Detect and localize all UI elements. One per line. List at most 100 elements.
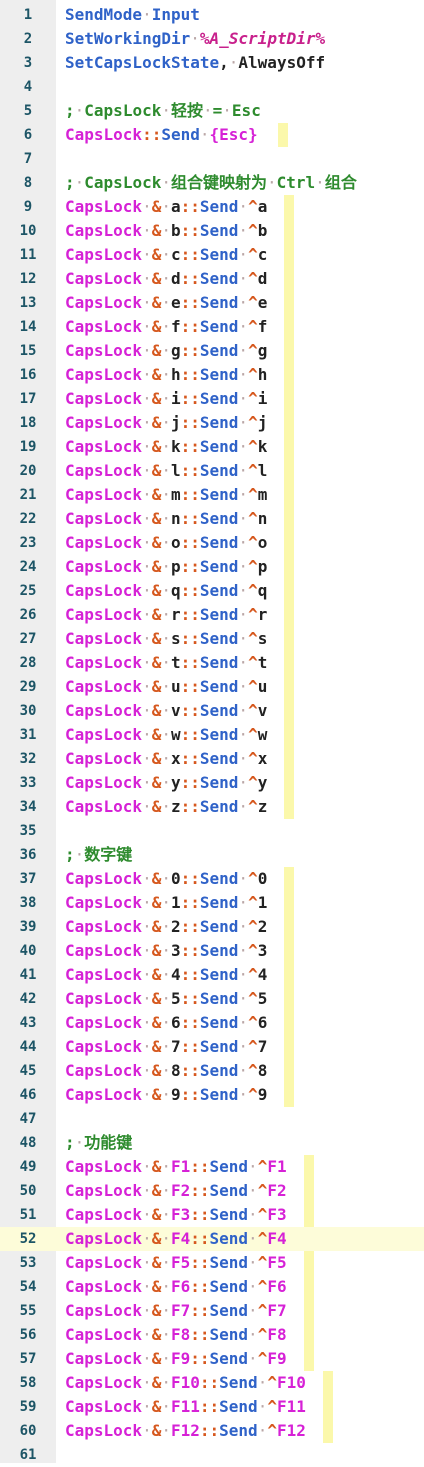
code-token: :: xyxy=(180,461,200,480)
whitespace-marker: · xyxy=(142,653,152,672)
code-token: Send xyxy=(199,317,239,336)
code-token: & xyxy=(151,437,162,456)
code-token: & xyxy=(151,509,162,528)
whitespace-marker: · xyxy=(238,1061,249,1080)
code-line[interactable]: 36;·数字键 xyxy=(0,843,424,867)
code-line[interactable]: 47 xyxy=(0,1107,424,1131)
code-line[interactable]: 35 xyxy=(0,819,424,843)
code-token: & xyxy=(151,485,162,504)
code-text: CapsLock·&·u::Send·^u xyxy=(65,675,267,699)
code-token: & xyxy=(151,629,162,648)
whitespace-marker: · xyxy=(238,269,249,288)
code-line[interactable]: 48;·功能键 xyxy=(0,1131,424,1155)
code-token: ^ xyxy=(248,725,258,744)
whitespace-marker: · xyxy=(142,557,152,576)
whitespace-marker: · xyxy=(248,1253,258,1272)
whitespace-marker: · xyxy=(161,413,171,432)
code-token: Send xyxy=(199,485,239,504)
code-token: q xyxy=(257,581,268,600)
code-token: Send xyxy=(199,869,239,888)
whitespace-marker: · xyxy=(257,1373,268,1392)
line-number: 36 xyxy=(19,847,37,863)
code-token: CapsLock xyxy=(65,1061,143,1080)
whitespace-marker: · xyxy=(161,509,171,528)
code-token: Send xyxy=(219,1397,258,1416)
code-token: :: xyxy=(180,341,200,360)
code-token: Send xyxy=(199,605,239,624)
whitespace-marker: · xyxy=(238,773,249,792)
code-line[interactable]: 61 xyxy=(0,1443,424,1467)
code-line[interactable]: 5;·CapsLock·轻按·=·Esc xyxy=(0,99,424,123)
whitespace-marker: · xyxy=(142,1277,152,1296)
code-token: & xyxy=(151,1013,162,1032)
whitespace-marker: · xyxy=(161,485,171,504)
whitespace-marker: · xyxy=(161,1301,171,1320)
whitespace-marker: · xyxy=(257,1421,268,1440)
whitespace-marker: · xyxy=(142,893,152,912)
code-token: F1 xyxy=(170,1157,191,1176)
code-line[interactable]: 4 xyxy=(0,75,424,99)
code-text: CapsLock·&·a::Send·^a xyxy=(65,195,267,219)
code-token: :: xyxy=(180,389,200,408)
code-line[interactable]: 7 xyxy=(0,147,424,171)
code-token: m xyxy=(257,485,268,504)
code-token: 1 xyxy=(257,893,268,912)
code-token: ^ xyxy=(257,1229,268,1248)
code-line[interactable]: 8;·CapsLock·组合键映射为·Ctrl·组合 xyxy=(0,171,424,195)
